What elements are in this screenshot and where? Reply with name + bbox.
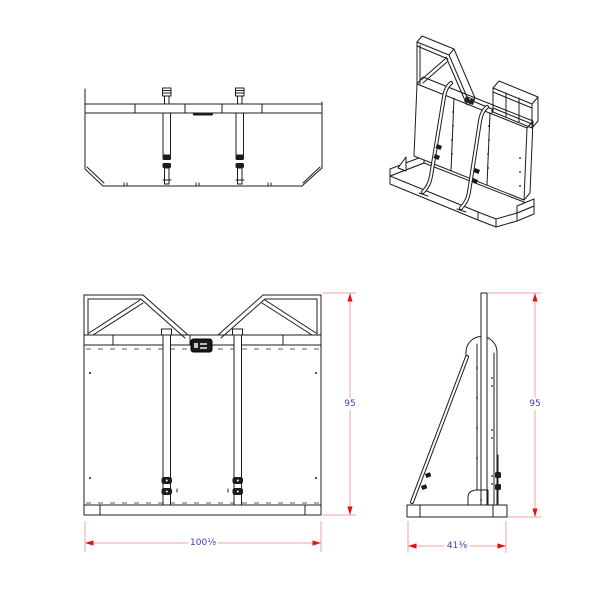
- side-depth-dimension: 41⅜: [447, 541, 467, 551]
- rack-label-plate: [464, 96, 475, 105]
- front-height-dimension: 95: [344, 399, 355, 409]
- top-view: [84, 87, 323, 187]
- rack-label-plate: [190, 338, 213, 353]
- front-view: 95 100⅛: [83, 292, 359, 552]
- isometric-view: [389, 35, 539, 228]
- front-width-dimension: 100⅛: [190, 538, 216, 548]
- side-view: 95 41⅜: [406, 292, 544, 553]
- side-height-dimension: 95: [529, 399, 540, 409]
